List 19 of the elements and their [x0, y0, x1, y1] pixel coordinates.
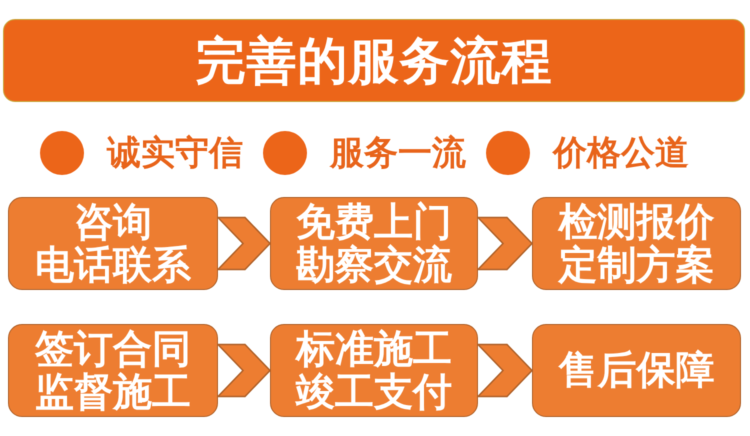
- slogan-text: 价格公道: [553, 133, 689, 173]
- title: 完善的服务流程: [196, 32, 552, 90]
- step-text: 检测报价: [558, 200, 714, 244]
- step-text: 免费上门: [296, 200, 452, 244]
- chevron-arrow: [216, 216, 272, 270]
- chevron-arrow: [476, 344, 534, 398]
- step-text: 标准施工: [296, 328, 452, 370]
- step-text: 咨询: [74, 200, 152, 244]
- step-text: 监督施工: [35, 370, 191, 414]
- chevron-arrow: [216, 344, 272, 398]
- step-text: 定制方案: [558, 244, 714, 286]
- step-text: 签订合同: [35, 328, 191, 370]
- step-text: 勘察交流: [296, 244, 452, 286]
- slogan-text: 服务一流: [330, 133, 466, 173]
- step-text: 售后保障: [558, 349, 714, 392]
- step-text: 竣工支付: [296, 370, 452, 414]
- step-text: 电话联系: [35, 244, 191, 286]
- slogan-text: 诚实守信: [107, 133, 243, 173]
- chevron-arrow: [476, 216, 534, 270]
